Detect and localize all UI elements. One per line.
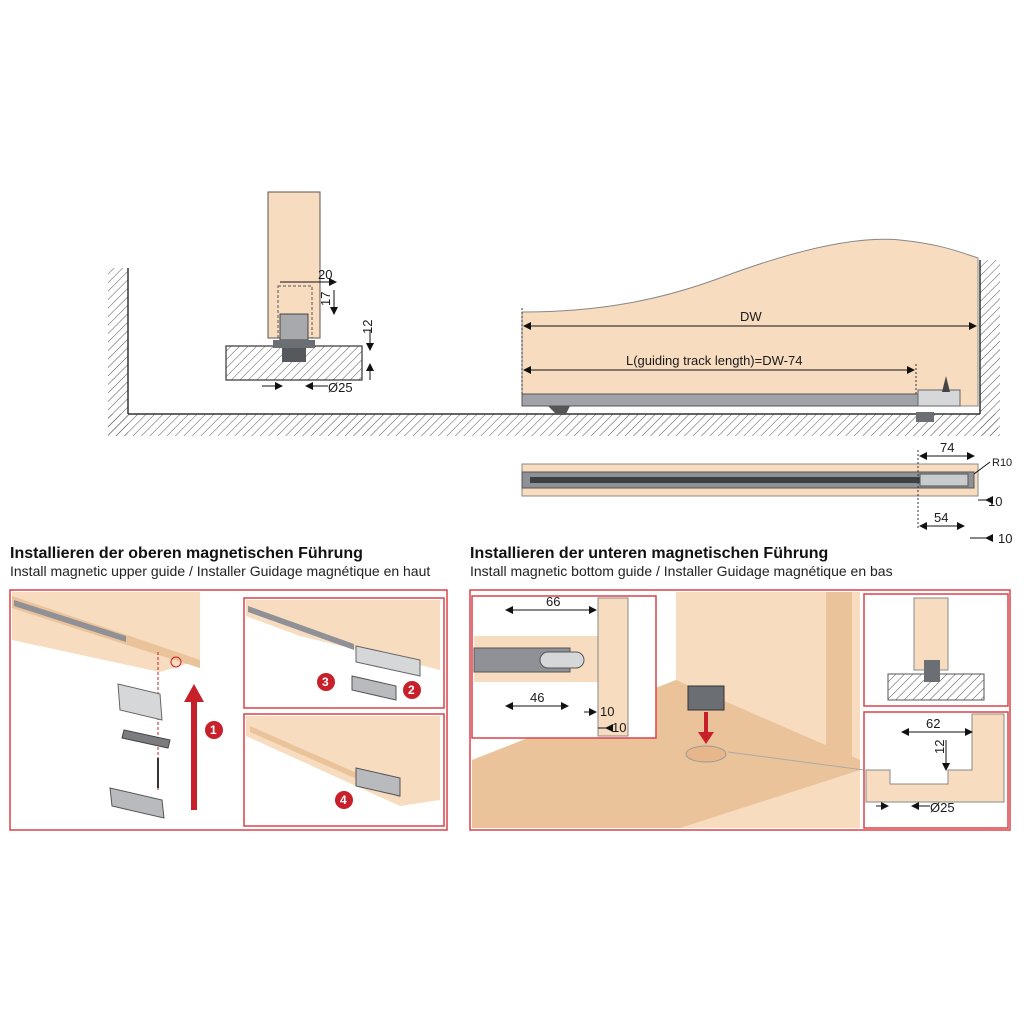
guide-insert bbox=[279, 313, 309, 341]
step-4-badge bbox=[335, 791, 353, 809]
guide-cover bbox=[117, 683, 163, 721]
dim-20: 20 bbox=[318, 267, 332, 282]
lower-guide-title-de: Installieren der unteren magnetischen Fü… bbox=[470, 545, 828, 562]
svg-text:2: 2 bbox=[408, 683, 415, 697]
dim-17: 17 bbox=[318, 292, 333, 306]
dim-l: L(guiding track length)=DW-74 bbox=[626, 353, 802, 368]
dim-10b: 10 bbox=[998, 531, 1012, 546]
right-wall bbox=[980, 260, 1000, 436]
dim-10a: 10 bbox=[988, 494, 1002, 509]
socket-part bbox=[687, 685, 725, 711]
dim-r10: R10 bbox=[992, 457, 1012, 469]
dim-54: 54 bbox=[934, 510, 948, 525]
dim-66: 66 bbox=[546, 594, 560, 609]
step-1-badge bbox=[205, 721, 223, 739]
left-wall bbox=[108, 268, 128, 436]
upper-guide-title-de: Installieren der oberen magnetischen Füh… bbox=[10, 545, 363, 562]
upper-guide-panels: 1 3 2 4 bbox=[9, 589, 448, 831]
upper-guide-title-en: Install magnetic upper guide / Installer… bbox=[10, 563, 430, 579]
dim-d25: Ø25 bbox=[328, 380, 353, 395]
lower-guide-panels: 66 46 10 10 62 12 Ø25 bbox=[469, 589, 1011, 831]
guide-housing bbox=[109, 787, 165, 819]
hole-icon bbox=[685, 745, 727, 763]
dim-46: 46 bbox=[530, 690, 544, 705]
dim-12-lower: 12 bbox=[932, 740, 947, 754]
floor-hatch bbox=[108, 414, 998, 436]
svg-text:3: 3 bbox=[322, 675, 329, 689]
dim-74: 74 bbox=[940, 440, 954, 455]
lower-guide-title-en: Install magnetic bottom guide / Installe… bbox=[470, 563, 893, 579]
guide-magnet bbox=[121, 729, 171, 749]
step-2-badge bbox=[403, 681, 421, 699]
dim-12: 12 bbox=[360, 320, 375, 334]
dim-62: 62 bbox=[926, 716, 940, 731]
top-section-drawing: 20 17 12 Ø25 DW L(guiding track length)=… bbox=[108, 191, 1012, 546]
guiding-track bbox=[521, 393, 919, 407]
dim-d25-lower: Ø25 bbox=[930, 800, 955, 815]
dim-10a-lower: 10 bbox=[600, 704, 614, 719]
svg-text:1: 1 bbox=[210, 723, 217, 737]
dim-dw: DW bbox=[740, 309, 762, 324]
svg-text:4: 4 bbox=[340, 793, 347, 807]
dim-10b-lower: 10 bbox=[612, 720, 626, 735]
step-3-badge bbox=[317, 673, 335, 691]
